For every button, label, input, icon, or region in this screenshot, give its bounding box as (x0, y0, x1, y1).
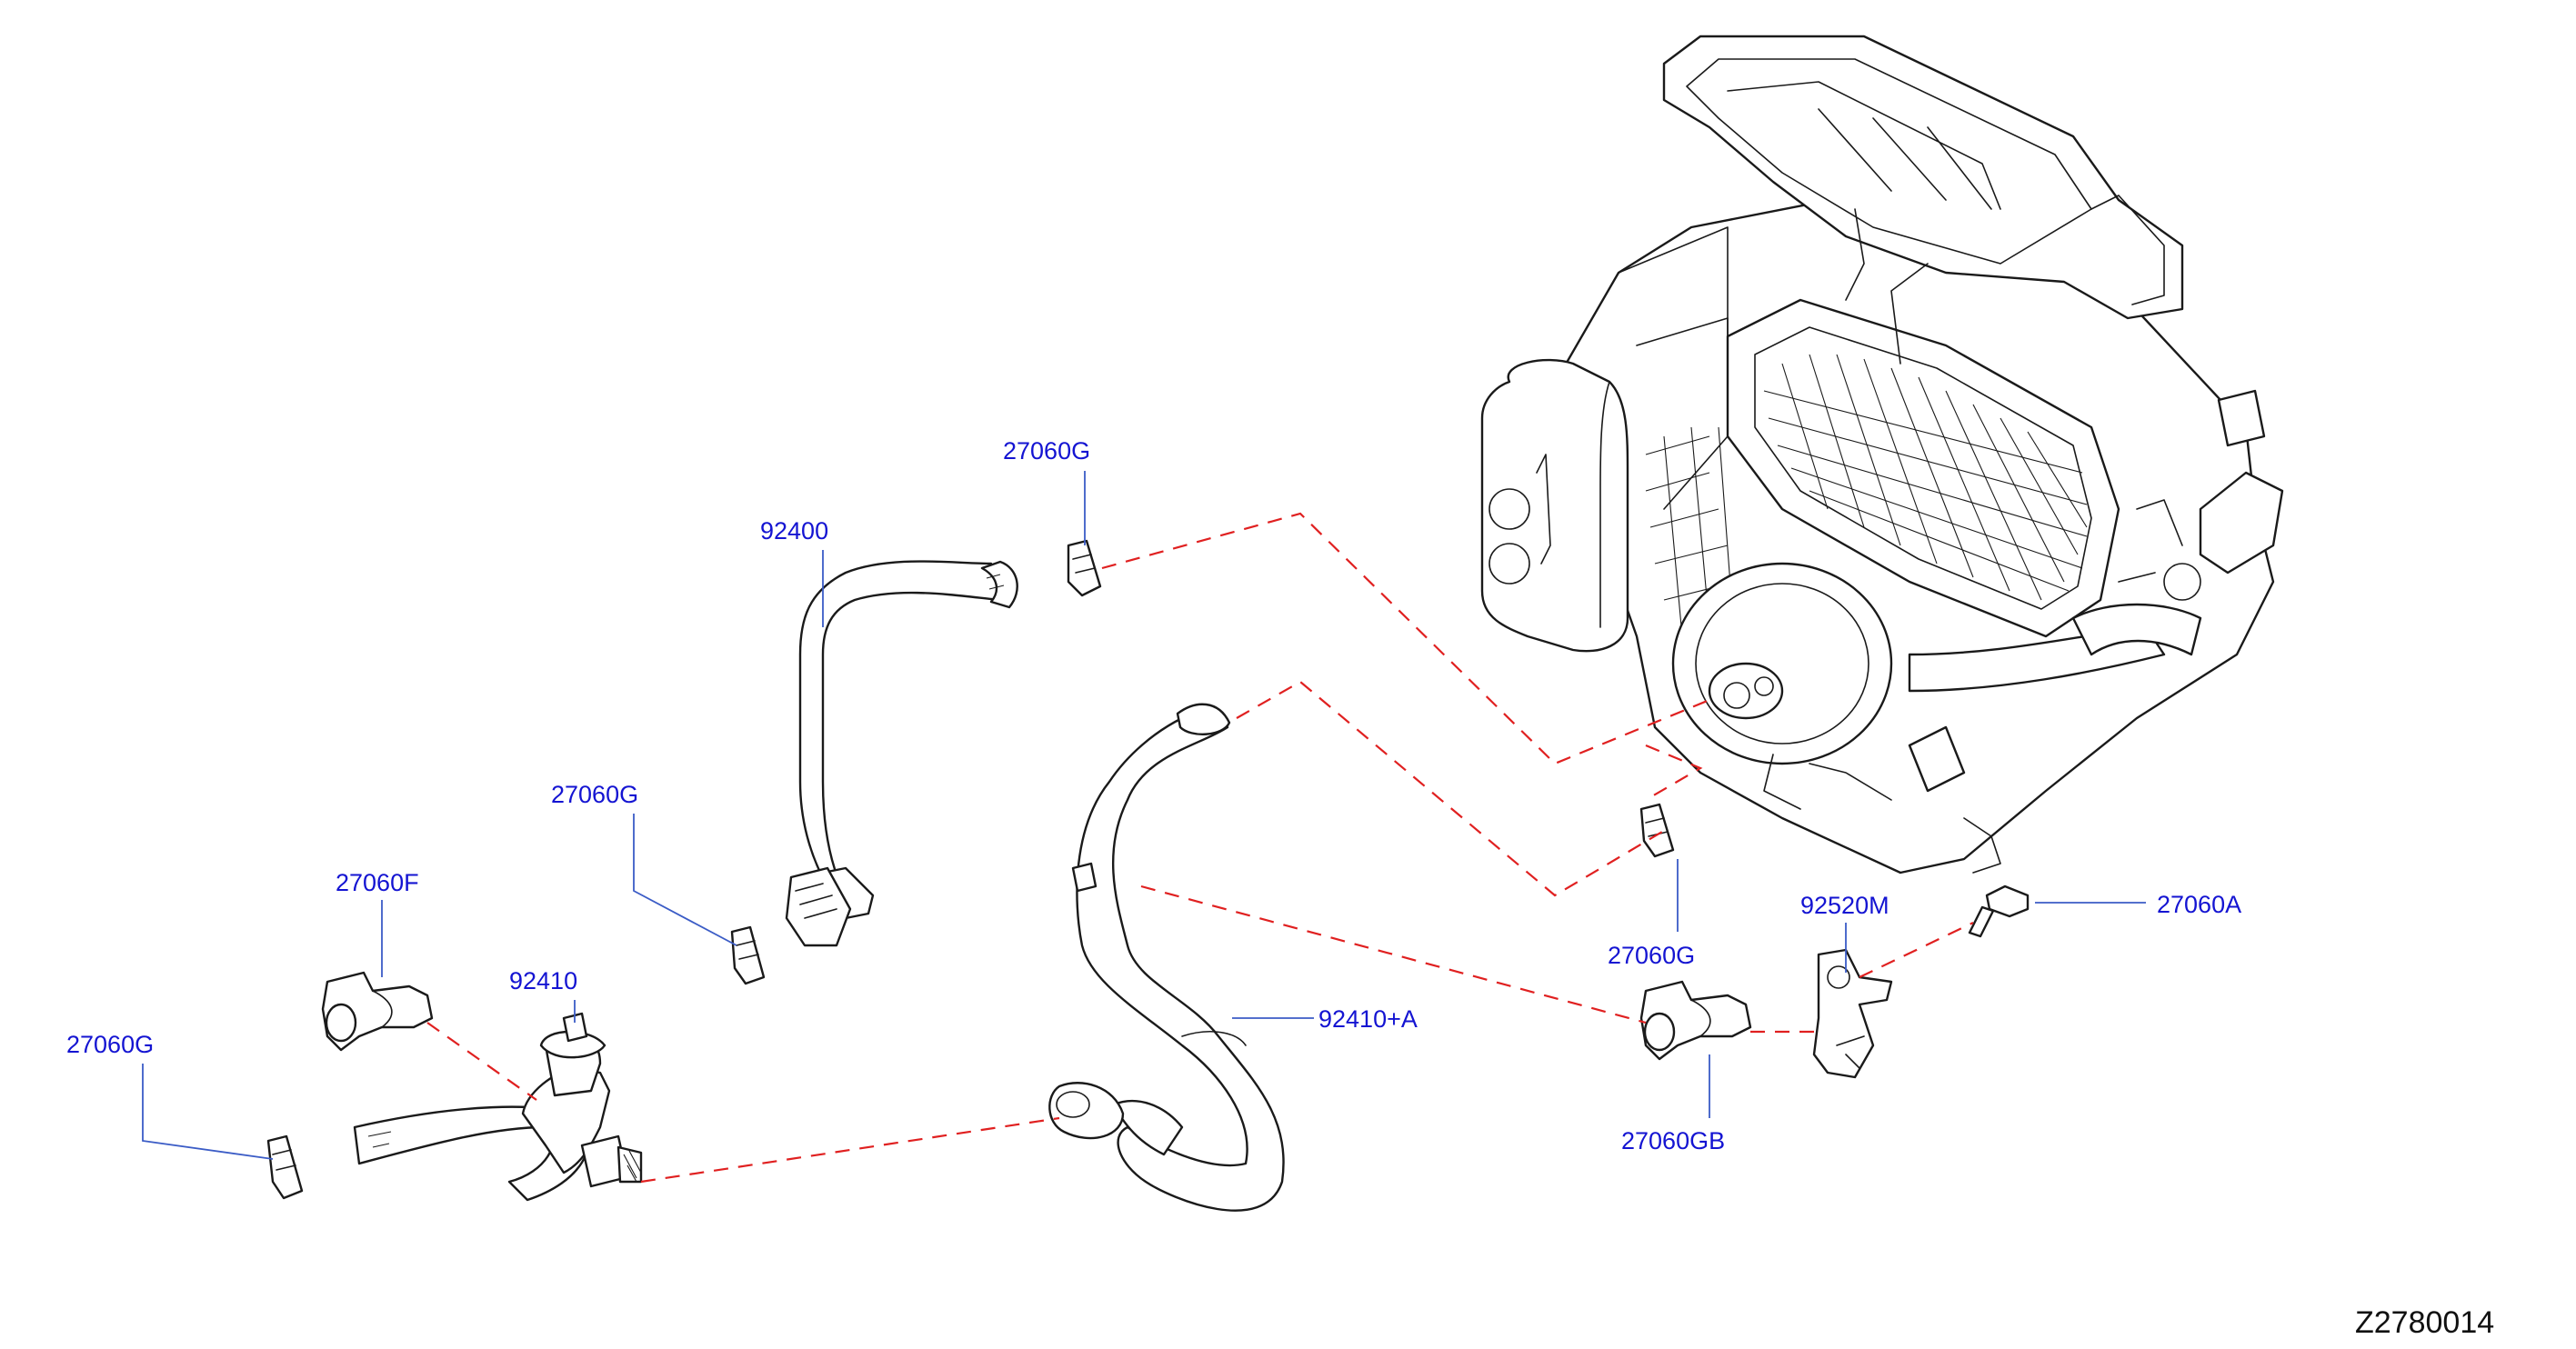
clip-27060g-mid-icon (730, 925, 766, 985)
bolt-27060a-icon (1968, 884, 2030, 938)
connector-line (1859, 922, 1974, 978)
bracket-92520m-icon (1812, 948, 1893, 1079)
part-labels: 27060G 92400 27060G 27060F 92410 27060G … (66, 437, 2241, 1154)
connector-line (1101, 512, 1710, 765)
part-label-27060gb: 27060GB (1621, 1127, 1725, 1154)
connector-line (1645, 744, 1703, 801)
part-label-92410a: 92410+A (1318, 1005, 1418, 1033)
connector-line (1140, 884, 1647, 1024)
clamp-27060f-icon (321, 971, 434, 1052)
part-label-27060f: 27060F (336, 869, 419, 896)
leader-line (142, 1064, 274, 1160)
leader-lines (142, 471, 2146, 1160)
clip-27060g-left-icon (266, 1134, 304, 1200)
part-label-27060g-left: 27060G (66, 1031, 154, 1058)
hose-92400-icon (785, 560, 1018, 947)
hose-92410-icon (353, 1012, 643, 1202)
clip-27060g-right-icon (1639, 803, 1675, 858)
connector-line (640, 1116, 1060, 1184)
connector-line (426, 1022, 537, 1101)
leader-line (633, 814, 737, 946)
connector-line (1236, 680, 1663, 897)
hose-92410a-icon (1048, 703, 1285, 1212)
clip-27060g-top-icon (1067, 539, 1102, 597)
heater-unit-icon (1480, 35, 2284, 874)
part-label-92520m: 92520M (1800, 892, 1889, 919)
part-label-27060g-top: 27060G (1003, 437, 1090, 465)
part-label-27060a: 27060A (2157, 891, 2241, 918)
part-label-27060g-mid: 27060G (551, 781, 638, 808)
part-label-92400: 92400 (760, 517, 828, 545)
part-label-27060g-right: 27060G (1608, 942, 1695, 969)
clamp-27060gb-icon (1639, 980, 1752, 1061)
part-label-92410: 92410 (509, 967, 577, 994)
drawing-code: Z2780014 (2355, 1305, 2494, 1340)
connector-lines (426, 512, 1974, 1184)
